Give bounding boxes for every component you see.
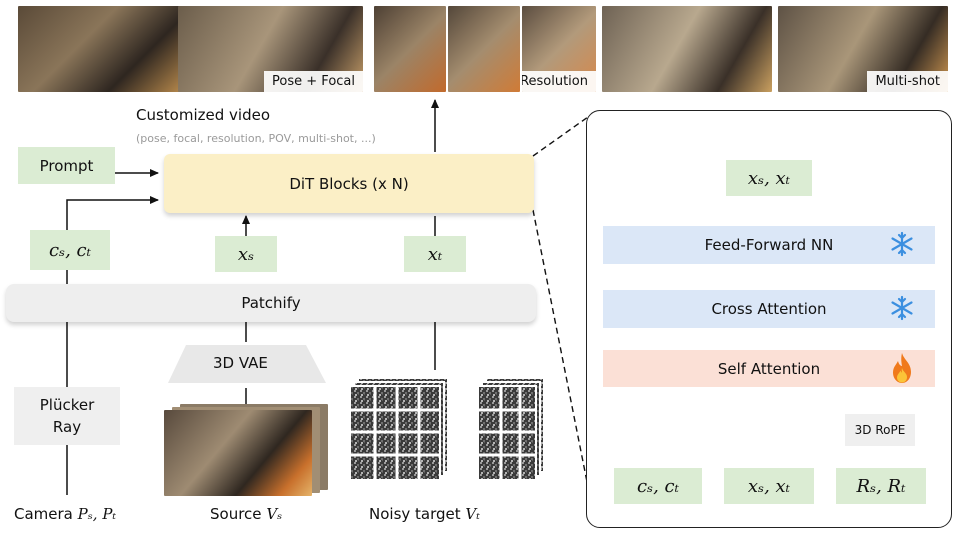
snowflake-icon [888, 230, 916, 258]
customized-video-subtitle: (pose, focal, resolution, POV, multi-sho… [136, 132, 376, 145]
customized-video-title: Customized video [136, 106, 270, 124]
source-label-math: Vₛ [266, 505, 283, 523]
strip-multi-shot: Multi-shot [602, 6, 948, 92]
xs-box: xₛ [215, 236, 277, 272]
detail-input-x-box: xₛ, xₜ [724, 468, 814, 504]
camera-label: Camera Pₛ, Pₜ [14, 505, 116, 523]
strip-frame [448, 6, 520, 92]
cs-ct-box: cₛ, cₜ [30, 230, 110, 270]
dit-blocks-box: DiT Blocks (x N) [164, 154, 534, 213]
cross-attention-label: Cross Attention [711, 300, 827, 318]
snowflake-icon [888, 294, 916, 322]
ffn-label: Feed-Forward NN [704, 236, 834, 254]
noisy-label-text: Noisy target [369, 505, 461, 523]
detail-input-r-box: Rₛ, Rₜ [836, 468, 926, 504]
strip-caption: Multi-shot [867, 71, 948, 92]
strip-caption: Pose + Focal [264, 71, 363, 92]
plucker-line-1: Plücker [39, 396, 95, 414]
camera-label-text: Camera [14, 505, 73, 523]
self-attention-label: Self Attention [717, 359, 821, 378]
strip-frame: Pose + Focal [178, 6, 363, 92]
rope-box: 3D RoPE [845, 414, 915, 446]
cross-attention-box: Cross Attention [603, 290, 935, 328]
noisy-target-label: Noisy target Vₜ [369, 505, 480, 523]
source-video-stack [164, 404, 328, 496]
camera-label-math: Pₛ, Pₜ [77, 505, 117, 523]
detail-input-c-box: cₛ, cₜ [614, 468, 702, 504]
plucker-line-2: Ray [52, 418, 82, 436]
strip-frame [602, 6, 772, 92]
noisy-label-math: Vₜ [465, 505, 480, 523]
ffn-box: Feed-Forward NN [603, 226, 935, 264]
arrow-cs-to-dit [66, 196, 159, 230]
source-label-text: Source [210, 505, 262, 523]
patchify-box: Patchify [6, 284, 536, 322]
prompt-box: Prompt [18, 147, 115, 184]
xt-box: xₜ [404, 236, 466, 272]
zoom-line-bottom [532, 209, 594, 513]
strip-frame [18, 6, 183, 92]
strip-frame [374, 6, 446, 92]
strip-resolution: Resolution [374, 6, 596, 92]
fire-icon [889, 352, 915, 384]
strip-caption: Resolution [522, 71, 596, 92]
vae-label: 3D VAE [213, 354, 268, 372]
source-label: Source Vₛ [210, 505, 282, 523]
source-frame-front [164, 410, 312, 496]
detail-output-box: xₛ, xₜ [726, 160, 812, 196]
strip-frame: Multi-shot [778, 6, 948, 92]
strip-pose-focal: Pose + Focal [18, 6, 363, 92]
plucker-ray-box: Plücker Ray [14, 387, 120, 445]
self-attention-box: Self Attention [603, 350, 935, 387]
strip-frame: Resolution [522, 6, 596, 92]
zoom-line-top [532, 111, 596, 157]
